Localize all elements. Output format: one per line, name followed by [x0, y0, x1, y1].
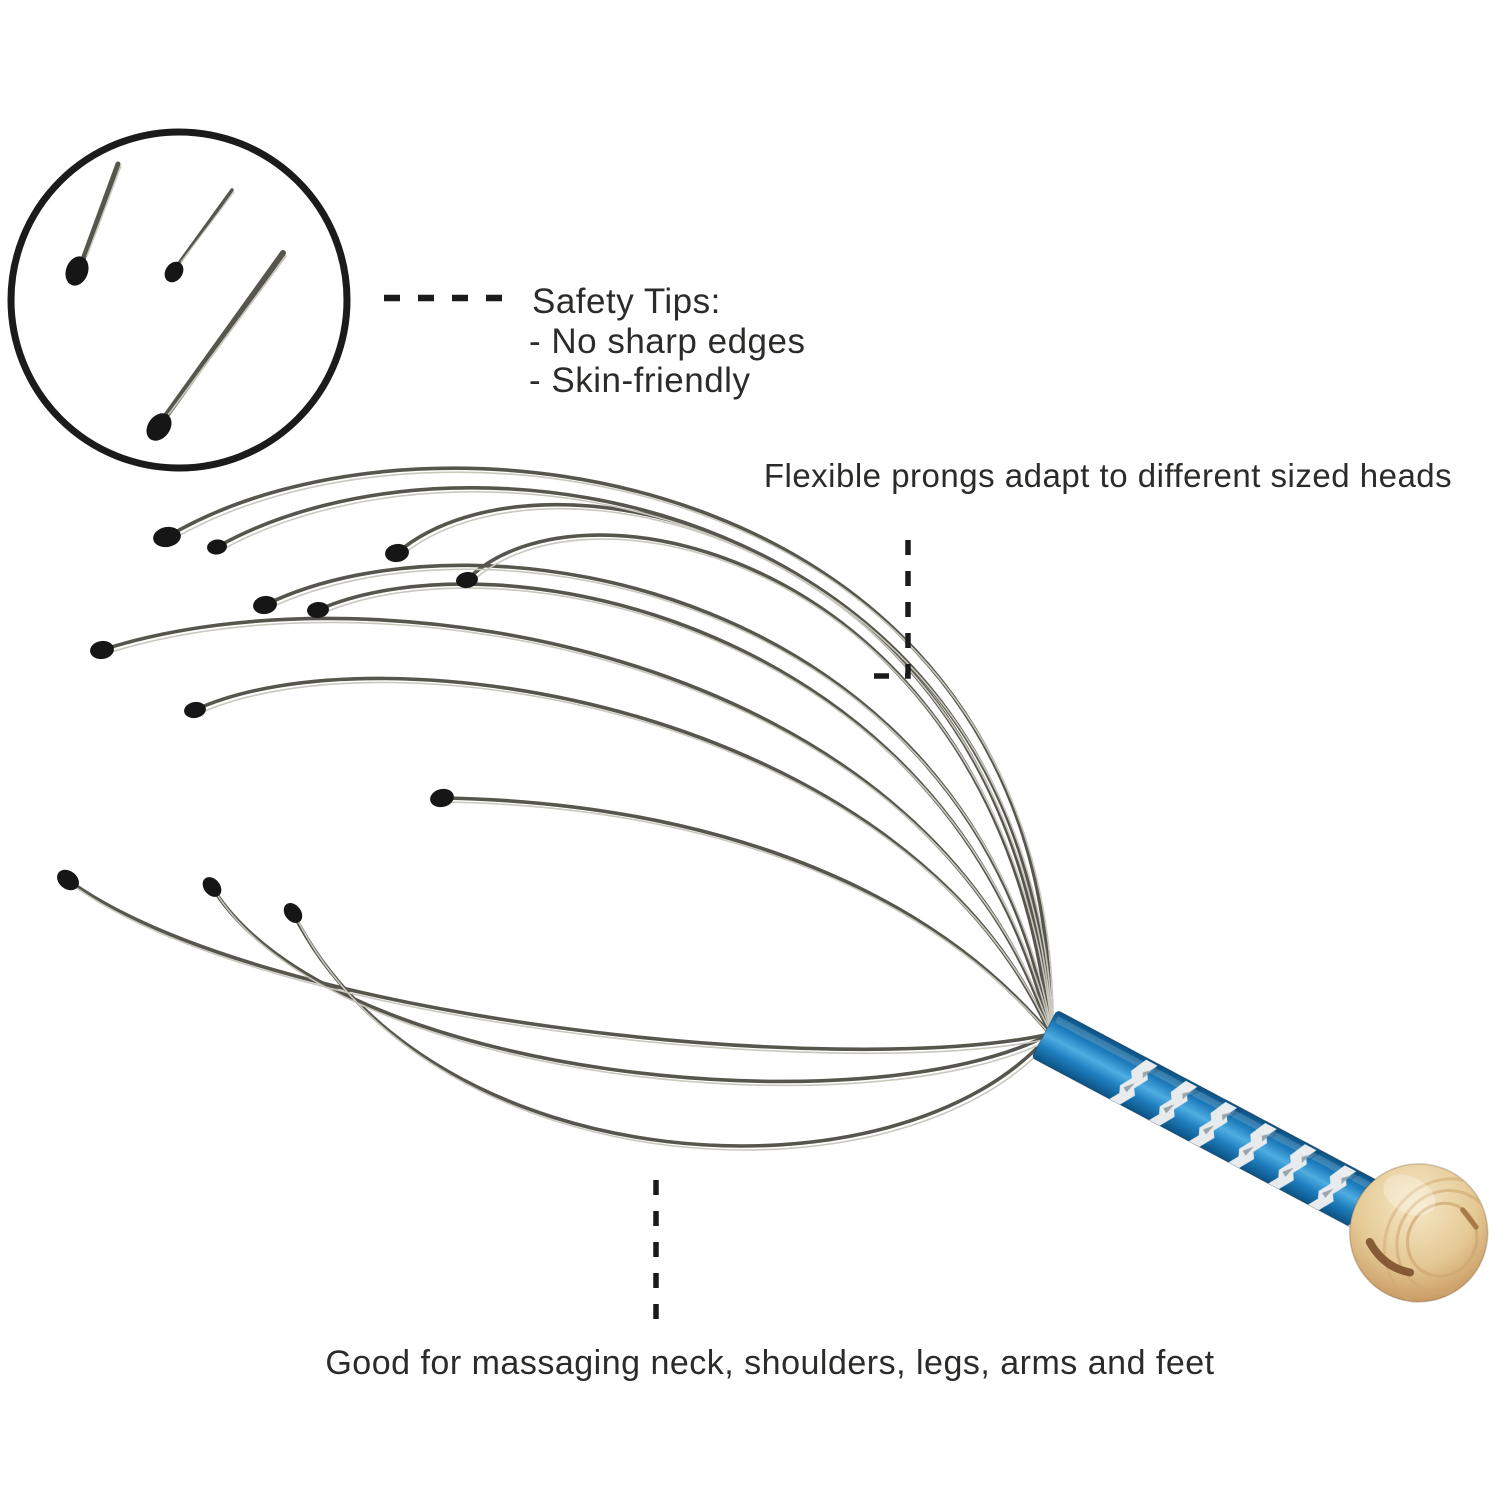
prong-tip-bead — [65, 256, 89, 286]
prong-wire — [100, 616, 1052, 1036]
prong-wire — [193, 676, 1052, 1036]
prong-tip-bead — [385, 543, 409, 563]
handle-sheen — [1054, 1016, 1414, 1212]
prong-tip-bead — [456, 571, 478, 589]
feature-label: Flexible prongs adapt to different sized… — [764, 457, 1452, 494]
safety-tip-item: - Skin-friendly — [529, 361, 750, 400]
safety-tips-title: Safety Tips: — [532, 282, 721, 321]
prong-tip-bead — [202, 877, 222, 897]
prong-wires — [66, 466, 1052, 1148]
leader-lines — [384, 294, 911, 1324]
wooden-ball — [1348, 1163, 1489, 1303]
inset-prongs — [79, 161, 286, 423]
prong-tip-bead — [153, 526, 181, 548]
prong-wire — [66, 878, 1052, 1052]
prong-wire — [440, 796, 1052, 1036]
closeup-inset — [7, 128, 351, 472]
annotation-labels: Safety Tips: - No sharp edges - Skin-fri… — [325, 282, 1452, 1382]
prong-tip-bead — [430, 788, 454, 808]
prong-wire — [465, 533, 1052, 1036]
inset-prong-highlights — [86, 165, 287, 415]
safety-tip-item: - No sharp edges — [529, 322, 805, 361]
prong-tip-bead — [57, 869, 79, 891]
prong-tip-bead — [283, 903, 303, 923]
inset-prong-beads — [65, 256, 184, 441]
prong-tip-bead — [146, 413, 172, 441]
prong-tip-bead — [207, 539, 227, 555]
prong-tip-beads — [57, 526, 478, 923]
prong-tip-bead — [307, 601, 329, 619]
leader-line-feature — [860, 540, 911, 679]
prong-wire — [316, 582, 1052, 1036]
prong-wire — [215, 486, 1052, 1036]
inset-prong-wire — [79, 161, 121, 265]
inset-prong-wire — [160, 250, 286, 423]
prong-wire — [165, 466, 1052, 1036]
prong-wire — [395, 502, 1052, 1036]
prong-wire — [210, 885, 1052, 1084]
inset-circle — [7, 128, 351, 472]
prong-tip-bead — [184, 701, 206, 719]
benefit-label: Good for massaging neck, shoulders, legs… — [325, 1344, 1214, 1382]
massager-handle — [1032, 1010, 1500, 1313]
inset-prong-wire — [175, 188, 234, 268]
prong-tip-bead — [253, 595, 277, 615]
prong-wire — [291, 911, 1052, 1148]
prong-tip-bead — [164, 261, 184, 283]
handle-spiral-grip — [1104, 1048, 1420, 1251]
prong-wire — [263, 563, 1052, 1036]
prong-tip-bead — [90, 640, 114, 660]
